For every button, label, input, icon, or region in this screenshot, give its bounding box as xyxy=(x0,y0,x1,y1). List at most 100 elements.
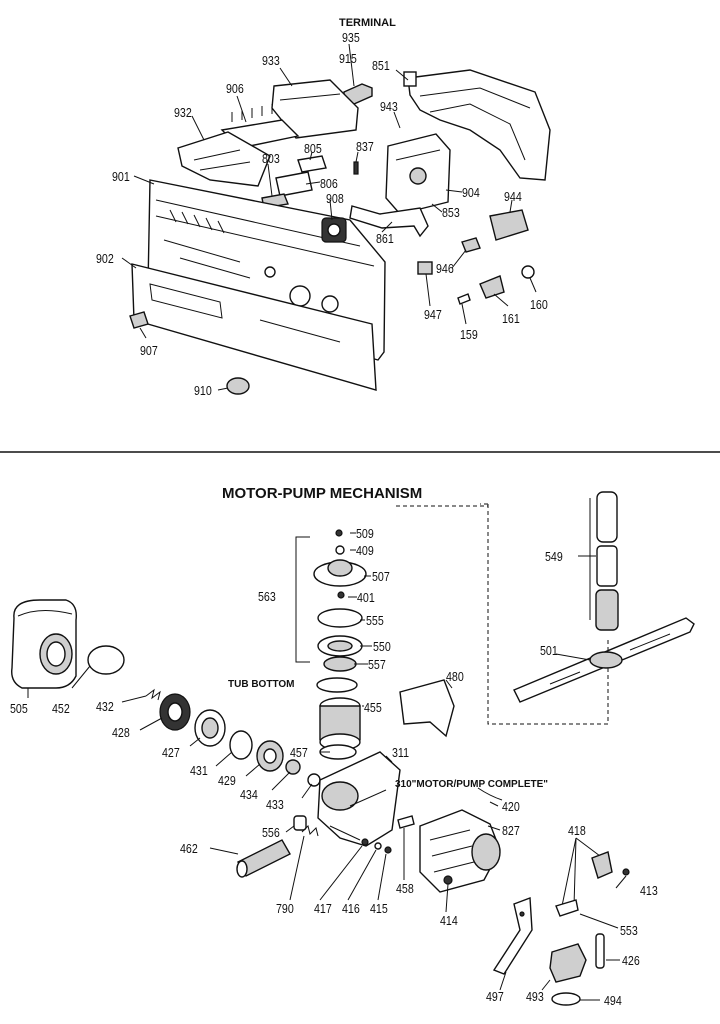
terminal-heading: TERMINAL xyxy=(339,17,396,29)
pump-housing-455 xyxy=(319,697,361,751)
callout-827: 827 xyxy=(502,823,520,838)
callout-790: 790 xyxy=(276,901,294,916)
motor-pump-mechanism-heading: MOTOR-PUMP MECHANISM xyxy=(222,485,423,502)
part-553 xyxy=(555,899,579,917)
callout-415: 415 xyxy=(370,901,388,916)
callout-429: 429 xyxy=(218,773,236,788)
callout-902: 902 xyxy=(96,251,114,266)
callout-413: 413 xyxy=(640,883,658,898)
lower-leader-lines xyxy=(27,532,627,1001)
part-837 xyxy=(353,161,359,175)
part-946 xyxy=(461,237,481,253)
part-947 xyxy=(417,261,433,275)
callout-431: 431 xyxy=(190,763,208,778)
part-805 xyxy=(297,155,327,173)
knob-910 xyxy=(226,377,250,395)
part-509 xyxy=(335,529,343,537)
timer-904 xyxy=(385,133,451,215)
callout-418: 418 xyxy=(568,823,586,838)
callout-933: 933 xyxy=(262,53,280,68)
part-415 xyxy=(384,846,392,854)
callout-501: 501 xyxy=(540,643,558,658)
callout-550: 550 xyxy=(373,639,391,654)
part-429 xyxy=(256,740,284,772)
part-401 xyxy=(337,591,345,599)
callout-426: 426 xyxy=(622,953,640,968)
callout-932: 932 xyxy=(174,105,192,120)
panel-cover-902 xyxy=(131,263,377,391)
callout-901: 901 xyxy=(112,169,130,184)
part-907 xyxy=(129,311,149,329)
callout-507: 507 xyxy=(372,569,390,584)
part-458 xyxy=(397,815,415,829)
callout-944: 944 xyxy=(504,189,522,204)
callout-417: 417 xyxy=(314,901,332,916)
part-426 xyxy=(595,933,605,969)
callout-908: 908 xyxy=(326,191,344,206)
callout-161: 161 xyxy=(502,311,520,326)
callout-432: 432 xyxy=(96,699,114,714)
callout-311: 311 xyxy=(392,745,410,760)
spring-790 xyxy=(301,825,319,837)
spray-arm-501 xyxy=(513,617,695,703)
part-431 xyxy=(229,730,253,760)
callout-494: 494 xyxy=(604,993,622,1008)
spray-tube-549 xyxy=(578,491,619,631)
callout-563: 563 xyxy=(258,589,276,604)
seal-555 xyxy=(317,608,363,628)
motor-pump-complete-label: 310"MOTOR/PUMP COMPLETE" xyxy=(395,779,549,790)
part-161 xyxy=(479,275,505,299)
callout-853: 853 xyxy=(442,205,460,220)
hose-462 xyxy=(236,839,291,878)
callout-509: 509 xyxy=(356,526,374,541)
callout-907: 907 xyxy=(140,343,158,358)
sump-505 xyxy=(11,599,77,689)
callout-416: 416 xyxy=(342,901,360,916)
callout-458: 458 xyxy=(396,881,414,896)
callout-462: 462 xyxy=(180,841,198,856)
part-414 xyxy=(443,875,453,885)
tub-bottom-ring xyxy=(316,677,358,693)
part-434 xyxy=(285,759,301,775)
callout-420: 420 xyxy=(502,799,520,814)
part-409 xyxy=(335,545,345,555)
part-557 xyxy=(323,656,357,672)
terminal-housing-851 xyxy=(403,69,551,181)
leaders-418 xyxy=(561,837,601,907)
bracket-413 xyxy=(591,851,613,879)
callout-433: 433 xyxy=(266,797,284,812)
callout-935: 935 xyxy=(342,30,360,45)
callout-428: 428 xyxy=(112,725,130,740)
part-416 xyxy=(374,842,382,850)
callout-553: 553 xyxy=(620,923,638,938)
callout-409: 409 xyxy=(356,543,374,558)
callout-557: 557 xyxy=(368,657,386,672)
part-159 xyxy=(457,293,471,305)
callout-915: 915 xyxy=(339,51,357,66)
callout-455: 455 xyxy=(364,700,382,715)
part-806 xyxy=(275,171,313,197)
callout-452: 452 xyxy=(52,701,70,716)
link-861 xyxy=(349,205,429,238)
callout-480: 480 xyxy=(446,669,464,684)
callout-806: 806 xyxy=(320,176,338,191)
bracket-932 xyxy=(177,131,271,187)
callout-414: 414 xyxy=(440,913,458,928)
callout-805: 805 xyxy=(304,141,322,156)
callout-493: 493 xyxy=(526,989,544,1004)
part-427 xyxy=(194,709,226,747)
knob-908 xyxy=(321,217,347,243)
spring-432 xyxy=(145,688,161,701)
callout-505: 505 xyxy=(10,701,28,716)
callout-457: 457 xyxy=(290,745,308,760)
callout-837: 837 xyxy=(356,139,374,154)
callout-906: 906 xyxy=(226,81,244,96)
impeller-428 xyxy=(159,693,191,731)
part-160 xyxy=(521,265,535,279)
callout-947: 947 xyxy=(424,307,442,322)
part-556 xyxy=(293,815,307,831)
callout-851: 851 xyxy=(372,58,390,73)
callout-160: 160 xyxy=(530,297,548,312)
